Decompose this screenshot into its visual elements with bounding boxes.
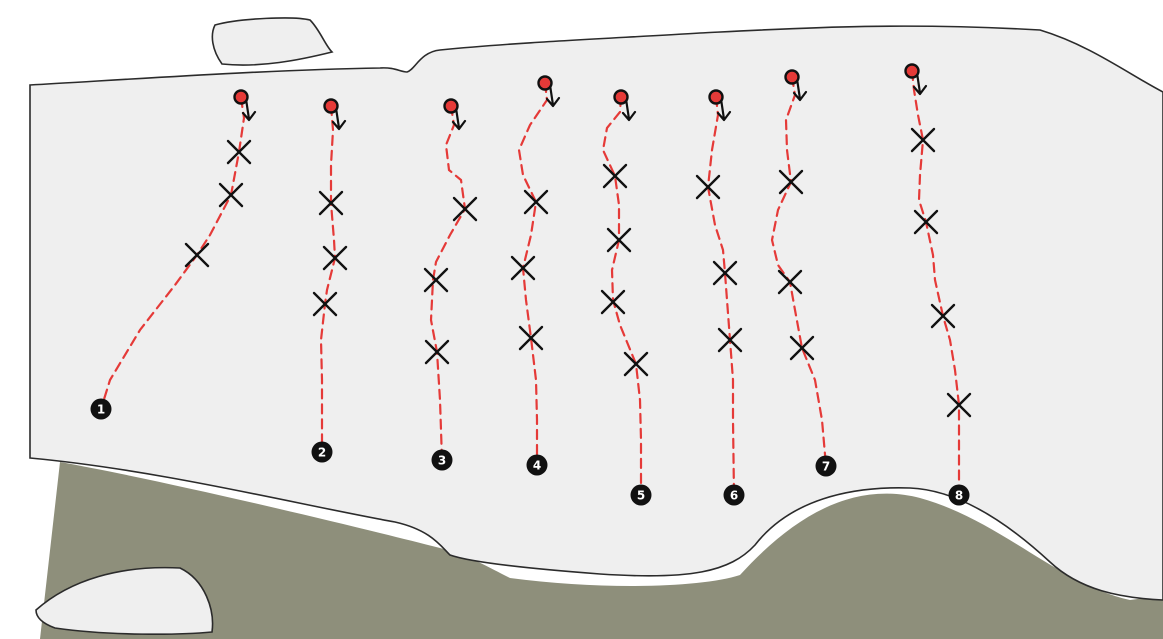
route-line-8 bbox=[910, 69, 961, 497]
x-cross-icon bbox=[789, 335, 815, 361]
x-cross-icon bbox=[623, 351, 649, 377]
x-cross-icon bbox=[777, 269, 803, 295]
x-cross-icon bbox=[695, 174, 721, 200]
x-cross-icon bbox=[423, 267, 449, 293]
x-cross-icon bbox=[218, 182, 244, 208]
route-line-5 bbox=[601, 95, 643, 497]
badge-circle bbox=[630, 484, 652, 506]
red-dot-icon bbox=[708, 89, 724, 105]
route-number-badge: 5 bbox=[630, 484, 652, 506]
route-number-label: 7 bbox=[822, 459, 830, 473]
red-dot-icon bbox=[537, 75, 553, 91]
badge-circle bbox=[948, 484, 970, 506]
x-cross-icon bbox=[913, 209, 939, 235]
badge-circle bbox=[815, 455, 837, 477]
start-marker-icon bbox=[784, 69, 808, 102]
start-marker-icon bbox=[537, 75, 561, 108]
x-cross-icon bbox=[318, 190, 344, 216]
x-cross-icon bbox=[606, 227, 632, 253]
start-marker-icon bbox=[904, 63, 928, 96]
route-1: 1 bbox=[90, 89, 257, 420]
boulder-top bbox=[211, 17, 334, 66]
x-cross-icon bbox=[518, 325, 544, 351]
x-cross-icon bbox=[910, 127, 936, 153]
route-line-4 bbox=[517, 81, 549, 467]
red-dot-icon bbox=[233, 89, 249, 105]
start-marker-icon bbox=[613, 89, 637, 122]
route-number-badge: 3 bbox=[431, 449, 453, 471]
x-cross-icon bbox=[452, 196, 478, 222]
route-4: 4 bbox=[510, 75, 561, 476]
start-marker-icon bbox=[323, 98, 347, 131]
red-dot-icon bbox=[784, 69, 800, 85]
red-dot-icon bbox=[443, 98, 459, 114]
x-cross-icon bbox=[184, 242, 210, 268]
x-cross-icon bbox=[600, 289, 626, 315]
x-cross-icon bbox=[930, 303, 956, 329]
start-marker-icon bbox=[708, 89, 732, 122]
route-6: 6 bbox=[695, 89, 745, 506]
x-cross-icon bbox=[523, 189, 549, 215]
badge-circle bbox=[723, 484, 745, 506]
route-number-label: 6 bbox=[730, 488, 738, 502]
badge-circle bbox=[311, 441, 333, 463]
route-8: 8 bbox=[904, 63, 972, 506]
route-5: 5 bbox=[600, 89, 652, 506]
route-number-label: 5 bbox=[637, 488, 645, 502]
badge-circle bbox=[431, 449, 453, 471]
badge-circle bbox=[526, 454, 548, 476]
route-number-badge: 1 bbox=[90, 398, 112, 420]
route-line-2 bbox=[319, 104, 337, 454]
x-cross-icon bbox=[717, 327, 743, 353]
route-line-7 bbox=[770, 75, 828, 468]
routes-layer: 1 2 3 4 5 6 7 8 bbox=[90, 63, 972, 506]
route-number-badge: 7 bbox=[815, 455, 837, 477]
x-cross-icon bbox=[712, 260, 738, 286]
route-number-label: 8 bbox=[955, 488, 963, 502]
red-dot-icon bbox=[904, 63, 920, 79]
start-marker-icon bbox=[443, 98, 467, 131]
route-number-label: 3 bbox=[438, 453, 446, 467]
ground-band bbox=[40, 462, 1163, 639]
x-cross-icon bbox=[322, 245, 348, 271]
route-number-badge: 2 bbox=[311, 441, 333, 463]
x-cross-icon bbox=[946, 392, 972, 418]
route-7: 7 bbox=[770, 69, 837, 477]
x-cross-icon bbox=[226, 139, 252, 165]
route-number-badge: 8 bbox=[948, 484, 970, 506]
route-number-label: 4 bbox=[533, 458, 541, 472]
start-marker-icon bbox=[233, 89, 257, 122]
route-number-label: 2 bbox=[318, 445, 326, 459]
red-dot-icon bbox=[323, 98, 339, 114]
x-cross-icon bbox=[510, 255, 536, 281]
x-cross-icon bbox=[424, 339, 450, 365]
badge-circle bbox=[90, 398, 112, 420]
x-cross-icon bbox=[602, 163, 628, 189]
route-line-6 bbox=[706, 95, 736, 497]
route-number-badge: 6 bbox=[723, 484, 745, 506]
boulder-bottom bbox=[35, 566, 214, 635]
route-number-label: 1 bbox=[97, 402, 105, 416]
route-line-1 bbox=[99, 96, 246, 411]
x-cross-icon bbox=[312, 291, 338, 317]
x-cross-icon bbox=[778, 169, 804, 195]
route-2: 2 bbox=[311, 98, 348, 463]
route-number-badge: 4 bbox=[526, 454, 548, 476]
red-dot-icon bbox=[613, 89, 629, 105]
route-3: 3 bbox=[423, 98, 478, 471]
